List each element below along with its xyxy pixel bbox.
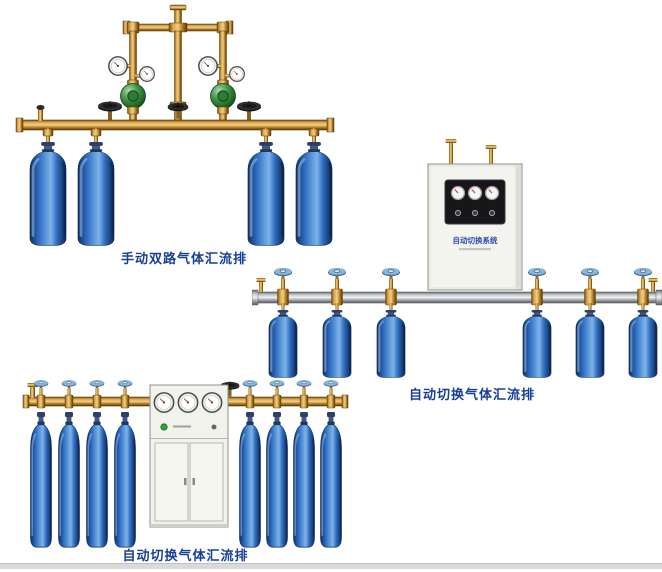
cylinder-connections [42,128,320,144]
product-caption: 自动切换气体汇流排 [408,387,535,402]
pressure-gauge-icon [229,66,245,82]
gas-cylinder [291,412,317,548]
gas-cylinder [267,310,299,378]
cabinet-door-right [189,442,224,522]
pressure-gauge-icon [198,56,218,76]
product-caption: 手动双路气体汇流排 [120,251,247,266]
gas-cylinder [28,412,54,548]
gas-cylinder [375,310,407,378]
pressure-regulator-right [198,30,245,121]
gas-cylinder [112,412,138,548]
gas-cylinder [574,310,606,378]
pressure-gauge-icon [153,392,175,413]
control-cabinet: 自动切换系统 [427,139,523,291]
pressure-regulator-left [108,30,155,121]
gas-cylinder [264,412,290,548]
pressure-gauge-icon [201,392,223,413]
gas-cylinder [28,142,68,246]
product-caption: 自动切换气体汇流排 [122,548,249,563]
gas-cylinder [321,310,353,378]
gas-cylinder [84,412,110,548]
gas-cylinder [76,142,116,246]
gas-cylinder [56,412,82,548]
gas-cylinder [627,310,659,378]
gas-cylinder [237,412,263,548]
control-cabinet [149,384,229,528]
pressure-gauge-icon [108,56,128,76]
pressure-gauge-icon [139,66,155,82]
gas-cylinder [521,310,553,378]
bottom-divider [0,563,662,569]
black-handwheel-valve-icon [97,100,123,121]
black-handwheel-valve-icon [167,102,189,119]
pressure-gauge-icon [177,392,199,413]
product-figure-auto-switch-manifold-2: 自动切换气体汇流排 [18,372,353,563]
auto-switch-manifold-2-illustration [22,379,349,548]
black-handwheel-valve-icon [236,100,262,121]
indicator-light [160,423,168,431]
manifold-pipe [15,105,335,133]
cylinder-connections [273,267,653,311]
product-figure-manual-dual-manifold: 手动双路气体汇流排 [8,4,338,266]
cylinder-connections [33,379,339,409]
cabinet-label: 自动切换系统 [453,235,498,245]
manual-dual-manifold-illustration [15,4,335,246]
gas-cylinder [318,412,344,548]
manifold-pipe [252,278,662,306]
auto-switch-manifold-illustration: 自动切换系统 [252,139,662,378]
cabinet-gauge-panel [444,179,506,225]
cabinet-door-left [154,442,189,522]
product-figure-auto-switch-manifold: 自动切换系统 [252,136,662,402]
control-knob [211,424,217,430]
